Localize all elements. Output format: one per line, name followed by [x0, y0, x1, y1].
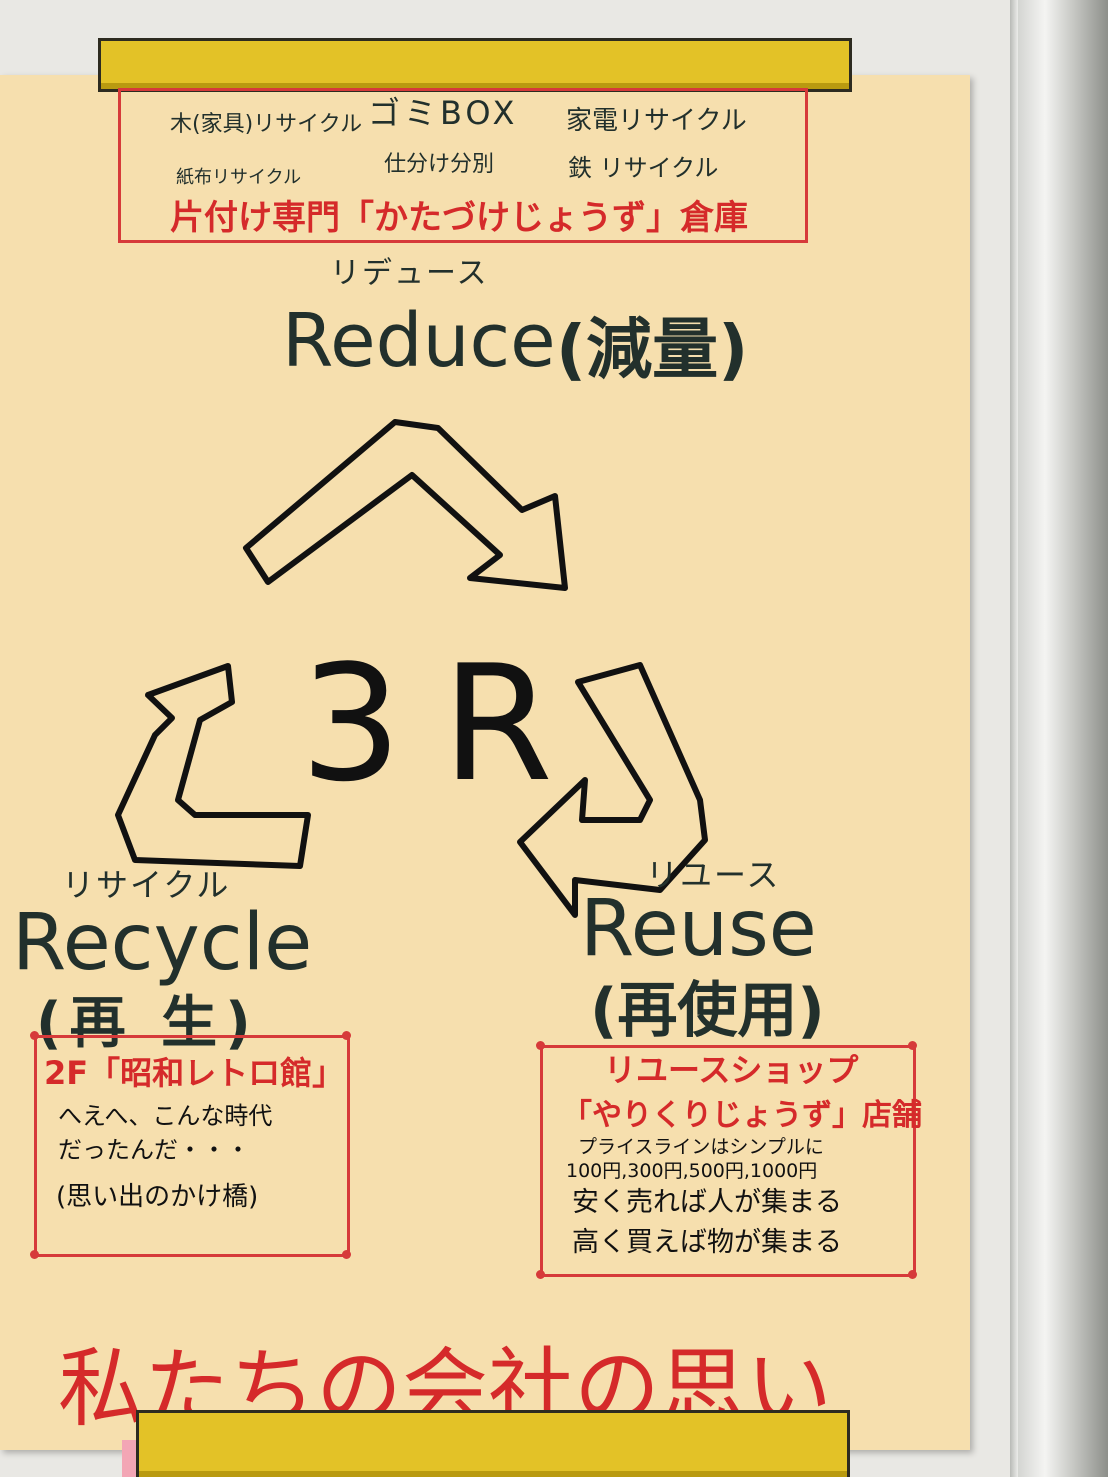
flow-garbage-box: ゴミBOX [368, 94, 519, 132]
flow-warehouse: 片付け専門「かたづけじょうず」倉庫 [170, 198, 748, 238]
magnet-strip-bottom [136, 1410, 850, 1477]
flow-appliance-recycle: 家電リサイクル [566, 106, 747, 136]
recycle-label: Recycle [12, 898, 313, 988]
reduce-kana: リデュース [330, 256, 489, 291]
reuse-kanji: (再使用) [590, 976, 825, 1046]
showa-retro-line3: (思い出のかけ橋) [56, 1182, 259, 1212]
flow-sorting: 仕分け分別 [384, 152, 495, 177]
corner-dot [536, 1270, 545, 1279]
reuse-shop-box [540, 1045, 916, 1277]
reuse-shop-title1: リユースショップ [604, 1051, 859, 1089]
corner-dot [908, 1041, 917, 1050]
flow-paper-cloth-recycle: 紙布リサイクル [176, 167, 302, 188]
reuse-shop-line2: 100円,300円,500円,1000円 [566, 1160, 818, 1182]
flow-box [118, 88, 808, 243]
flow-wood-recycle: 木(家具)リサイクル [170, 112, 363, 137]
corner-dot [342, 1031, 351, 1040]
showa-retro-box [34, 1035, 350, 1257]
flow-iron-recycle: 鉄 リサイクル [568, 154, 719, 182]
corner-dot [30, 1031, 39, 1040]
recycle-kana: リサイクル [62, 866, 231, 904]
corner-dot [536, 1041, 545, 1050]
corner-dot [30, 1250, 39, 1259]
corner-dot [908, 1270, 917, 1279]
reduce-kanji: (減量) [556, 311, 749, 388]
showa-retro-line1: へえへ、こんな時代 [58, 1102, 273, 1130]
reuse-label: Reuse [580, 884, 817, 974]
reduce-label: Reduce [282, 298, 556, 384]
poster [0, 75, 970, 1450]
right-arrow-shape [517, 662, 708, 918]
left-arrow-shape [115, 663, 311, 869]
reuse-shop-line3: 安く売れば人が集まる [572, 1187, 842, 1218]
reuse-shop-title2: 「やりくりじょうず」店舗 [562, 1098, 922, 1133]
reuse-kana: リユース [646, 856, 781, 894]
top-arrow-shape [243, 419, 568, 591]
reuse-shop-line1: プライスラインはシンプルに [578, 1136, 824, 1158]
showa-retro-line2: だったんだ・・・ [58, 1136, 250, 1164]
fridge-edge [1018, 0, 1108, 1477]
recycle-kanji: (再 生) [36, 991, 259, 1056]
reuse-shop-line4: 高く買えば物が集まる [572, 1227, 842, 1258]
pink-paper-tab [122, 1440, 140, 1477]
center-3r-label: 3R [300, 630, 593, 817]
corner-dot [342, 1250, 351, 1259]
showa-retro-title: 2F「昭和レトロ館」 [44, 1054, 345, 1092]
